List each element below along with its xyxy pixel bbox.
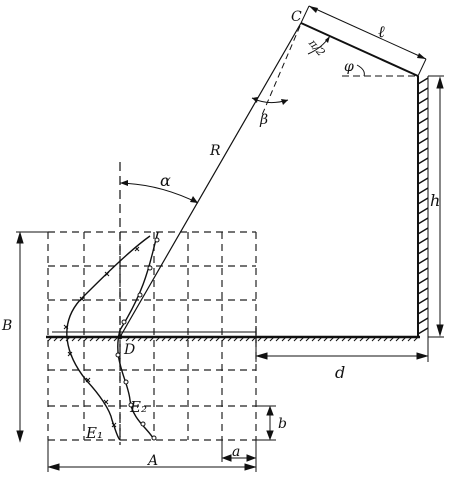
point-D: [117, 334, 123, 340]
label-R: R: [209, 143, 221, 159]
angle-phi-arc: [356, 64, 365, 77]
label-d: d: [335, 363, 345, 382]
angle-alpha-arc: [119, 182, 199, 204]
label-alpha-angle: α: [160, 171, 171, 190]
antenna-rod: [300, 5, 427, 77]
curve-E2-markers: [115, 237, 160, 441]
dimension-B: [16, 231, 48, 443]
line-extension: [261, 25, 301, 116]
dimension-d: [255, 337, 429, 362]
label-a: a: [232, 444, 240, 460]
label-E2: E₂: [129, 398, 147, 416]
label-D: D: [123, 342, 135, 358]
label-pi-half: π/2: [305, 36, 327, 59]
label-phi: φ: [344, 59, 354, 75]
label-b: b: [278, 416, 287, 432]
ground-hatching: [47, 336, 419, 342]
label-beta: β: [259, 112, 268, 128]
dimension-a: [221, 440, 257, 462]
dimension-A: [47, 440, 257, 472]
curve-E1-markers: [63, 246, 140, 428]
label-B: B: [1, 318, 12, 334]
dimension-b: [256, 405, 276, 441]
label-l: ℓ: [378, 22, 385, 41]
label-A: A: [146, 453, 158, 469]
height-dimension: [428, 75, 444, 338]
label-C: C: [291, 9, 302, 25]
label-E1: E₁: [85, 424, 103, 442]
label-h: h: [430, 191, 440, 210]
tower: [417, 76, 429, 337]
line-R: [119, 22, 302, 338]
